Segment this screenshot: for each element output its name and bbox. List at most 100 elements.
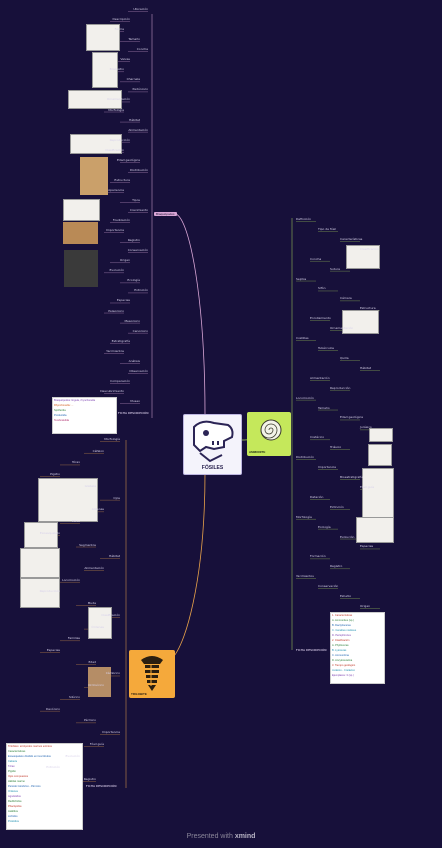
bottom-leaf-20[interactable]: Cámbrico: [105, 671, 120, 676]
top-leaf-3[interactable]: Tamaño: [128, 37, 140, 42]
top-leaf-8[interactable]: Pedúnculo: [132, 87, 148, 92]
branch-ammonite[interactable]: AMMONITE: [247, 412, 291, 456]
top-leaf-31[interactable]: Mesozoico: [124, 318, 140, 323]
right-leaf-8[interactable]: Cámara: [340, 296, 352, 301]
right-leaf-30[interactable]: Morfología: [296, 514, 312, 519]
bottom-leaf-25[interactable]: Importancia: [101, 730, 120, 735]
top-leaf-14[interactable]: Clasificación: [105, 147, 124, 152]
right-leaf-2[interactable]: Características: [340, 236, 363, 241]
bottom-leaf-0[interactable]: Morfología: [104, 437, 120, 441]
top-leaf-19[interactable]: Tipos: [132, 197, 140, 202]
bottom-leaf-24[interactable]: Pérmico: [84, 718, 96, 723]
right-leaf-1[interactable]: Tipo de fósil: [318, 226, 337, 231]
right-leaf-15[interactable]: Hábitat: [360, 365, 372, 370]
top-leaf-12[interactable]: Alimentación: [128, 127, 148, 132]
bottom-leaf-21[interactable]: Ordovícico: [88, 683, 104, 688]
bottom-leaf-22[interactable]: Silúrico: [68, 694, 80, 699]
top-leaf-1[interactable]: Descripción: [112, 17, 130, 22]
bottom-leaf-7[interactable]: Patas: [71, 519, 80, 524]
right-leaf-32[interactable]: Evolución: [340, 534, 355, 539]
top-leaf-18[interactable]: Apariencia: [108, 187, 124, 192]
right-leaf-25[interactable]: Importancia: [318, 465, 337, 470]
bottom-leaf-26[interactable]: Fósil guía: [89, 741, 104, 746]
branch-braquiopodos-tag[interactable]: Braquiópodos: [154, 212, 177, 216]
ficha-descripcion-right[interactable]: FICHA DESCRIPCIÓN: [296, 648, 327, 652]
top-leaf-28[interactable]: Extinción: [134, 288, 148, 293]
bottom-leaf-4[interactable]: Glabela: [84, 483, 96, 488]
right-leaf-28[interactable]: Datación: [310, 494, 324, 499]
top-leaf-37[interactable]: Comparación: [110, 378, 130, 383]
bottom-leaf-15[interactable]: Clasificación: [101, 612, 120, 617]
top-leaf-21[interactable]: Fosilización: [112, 218, 130, 223]
bottom-leaf-28[interactable]: Extinción: [46, 765, 60, 770]
xmind-brand[interactable]: xmind: [234, 833, 256, 840]
bottom-leaf-8[interactable]: Exoesqueleto: [39, 530, 60, 535]
right-leaf-38[interactable]: Estudio: [340, 594, 352, 599]
bottom-leaf-23[interactable]: Devónico: [46, 706, 60, 711]
top-leaf-32[interactable]: Cenozoico: [132, 328, 148, 333]
top-leaf-13[interactable]: Reproducción: [109, 137, 130, 142]
top-leaf-23[interactable]: Registro: [127, 238, 140, 243]
right-leaf-17[interactable]: Reproducción: [330, 385, 351, 390]
bottom-leaf-9[interactable]: Segmentos: [79, 542, 96, 547]
right-leaf-33[interactable]: Especies: [360, 544, 374, 549]
right-leaf-4[interactable]: Concha: [310, 256, 322, 261]
top-leaf-25[interactable]: Origen: [119, 258, 130, 263]
bottom-leaf-11[interactable]: Alimentación: [84, 565, 104, 570]
top-leaf-34[interactable]: Yacimientos: [106, 348, 124, 353]
bottom-leaf-29[interactable]: Registro: [83, 777, 96, 781]
right-leaf-18[interactable]: Locomoción: [296, 395, 314, 400]
top-leaf-20[interactable]: Crecimiento: [129, 208, 148, 213]
top-leaf-17[interactable]: Estructura: [114, 177, 130, 182]
top-leaf-10[interactable]: Morfología: [108, 107, 124, 112]
top-leaf-36[interactable]: Observación: [129, 368, 148, 373]
right-leaf-16[interactable]: Alimentación: [310, 375, 330, 380]
right-leaf-26[interactable]: Bioestratigrafía: [340, 475, 364, 479]
bottom-leaf-1[interactable]: Céfalon: [92, 448, 104, 453]
bottom-leaf-17[interactable]: Familias: [67, 636, 80, 641]
bottom-leaf-6[interactable]: Antenas: [91, 507, 104, 512]
top-leaf-11[interactable]: Hábitat: [128, 117, 140, 122]
right-leaf-23[interactable]: Triásico: [330, 445, 342, 450]
bottom-leaf-12[interactable]: Locomoción: [62, 577, 80, 582]
right-leaf-39[interactable]: Origen: [360, 604, 371, 608]
right-leaf-21[interactable]: Jurásico: [360, 425, 372, 430]
right-leaf-11[interactable]: Ornamentación: [330, 326, 354, 331]
bottom-leaf-2[interactable]: Tórax: [71, 460, 80, 465]
top-leaf-33[interactable]: Estratigrafía: [111, 338, 130, 343]
right-leaf-20[interactable]: Edad geológica: [340, 415, 363, 420]
bottom-leaf-18[interactable]: Especies: [46, 648, 60, 653]
top-leaf-6[interactable]: Braquidio: [109, 67, 124, 72]
top-leaf-7[interactable]: Charnela: [126, 77, 140, 82]
bottom-leaf-3[interactable]: Pigidio: [50, 472, 60, 477]
bottom-leaf-27[interactable]: Evolución: [65, 753, 80, 758]
top-leaf-22[interactable]: Importancia: [105, 228, 124, 233]
top-leaf-35[interactable]: Análisis: [128, 358, 140, 363]
top-leaf-26[interactable]: Evolución: [109, 268, 124, 273]
top-leaf-2[interactable]: Forma: [114, 27, 124, 32]
right-leaf-35[interactable]: Registro: [330, 564, 343, 569]
top-leaf-30[interactable]: Paleozoico: [108, 308, 124, 313]
right-leaf-12[interactable]: Costillas: [296, 336, 309, 341]
right-leaf-19[interactable]: Tamaño: [318, 405, 330, 410]
right-leaf-22[interactable]: Cretácico: [310, 435, 325, 440]
bottom-leaf-5[interactable]: Ojos: [113, 495, 120, 500]
right-leaf-13[interactable]: Tubérculos: [318, 346, 334, 350]
branch-trilobite[interactable]: TRILOBITE: [129, 650, 175, 698]
top-leaf-9[interactable]: Ornamentación: [106, 97, 130, 102]
right-leaf-36[interactable]: Yacimientos: [296, 574, 314, 579]
right-leaf-14[interactable]: Quilla: [340, 355, 349, 360]
ficha-descripcion-top[interactable]: FICHA DESCRIPCIÓN: [118, 411, 149, 415]
right-leaf-5[interactable]: Sutura: [330, 266, 340, 271]
bottom-leaf-10[interactable]: Hábitat: [108, 554, 120, 559]
right-leaf-10[interactable]: Enrollamiento: [310, 316, 331, 321]
bottom-leaf-14[interactable]: Muda: [87, 601, 96, 606]
top-leaf-4[interactable]: Concha: [136, 47, 148, 52]
top-leaf-5[interactable]: Valvas: [120, 57, 130, 62]
right-leaf-7[interactable]: Sifón: [318, 286, 326, 291]
right-leaf-27[interactable]: Fósil guía: [360, 484, 375, 489]
right-leaf-29[interactable]: Extinción: [330, 504, 344, 509]
right-leaf-31[interactable]: Ecología: [318, 524, 331, 529]
bottom-leaf-13[interactable]: Reproducción: [39, 589, 60, 594]
top-leaf-29[interactable]: Especies: [116, 298, 130, 303]
